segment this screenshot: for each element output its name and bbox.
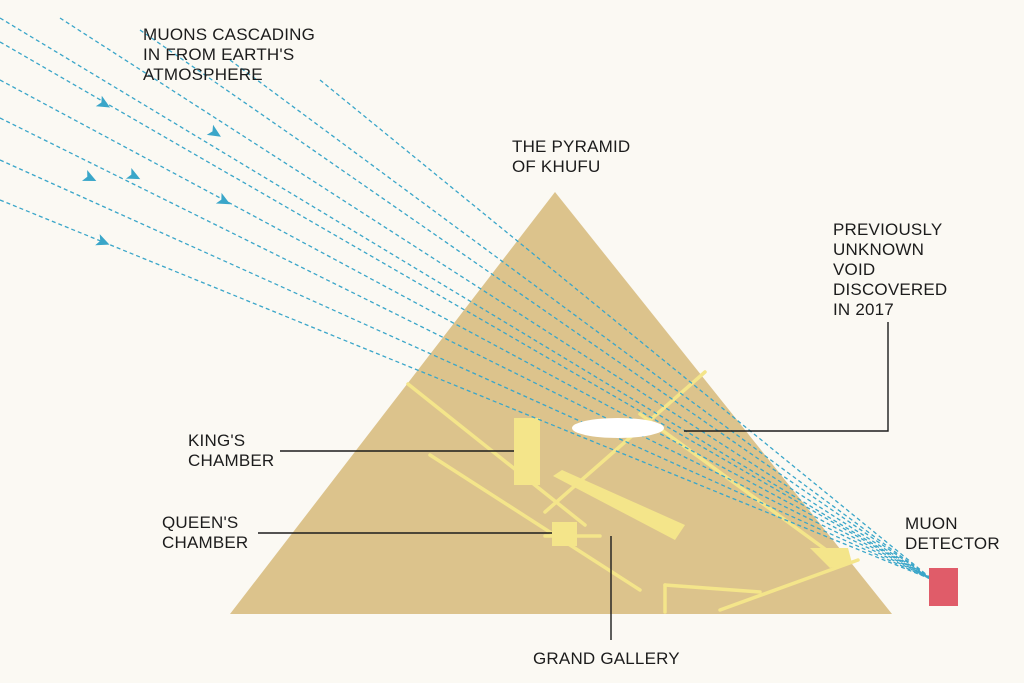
ascending-passage-upper — [638, 412, 842, 562]
subterranean-passage — [718, 558, 860, 612]
pyramid-label-line-1: THE PYRAMID — [512, 137, 631, 156]
entrance-block — [810, 548, 852, 568]
void-label-line-3: VOID — [833, 260, 876, 279]
muon-path — [319, 79, 934, 581]
internal-chambers — [514, 418, 852, 568]
muon-arrow-icon — [125, 167, 141, 180]
kings-chamber-label-line-1: KING'S — [188, 431, 246, 450]
pyramid-label: THE PYRAMID OF KHUFU — [512, 137, 630, 177]
muons-label-line-2: IN FROM EARTH'S — [143, 45, 295, 64]
muon-arrow-icon — [206, 124, 221, 137]
muon-path — [0, 117, 934, 581]
grand-gallery-label-line-1: GRAND GALLERY — [533, 649, 680, 668]
bottom-passage — [663, 583, 762, 594]
detector-label: MUON DETECTOR — [905, 514, 1000, 554]
muon-arrow-icon — [82, 170, 97, 182]
queens-chamber-label: QUEEN'S CHAMBER — [162, 513, 248, 553]
pyramid-label-line-2: OF KHUFU — [512, 157, 601, 176]
queens-chamber-shape — [552, 522, 577, 546]
muon-path — [0, 41, 934, 581]
muon-paths — [0, 17, 934, 581]
ascending-passage — [543, 370, 707, 514]
muons-label: MUONS CASCADING IN FROM EARTH'S ATMOSPHE… — [143, 25, 315, 85]
muon-path — [0, 79, 934, 581]
muon-arrow-icon — [95, 234, 110, 246]
muon-path — [0, 159, 934, 581]
lower-passage — [428, 453, 642, 592]
muon-path — [59, 17, 934, 581]
void-label-line-1: PREVIOUSLY — [833, 220, 943, 239]
muon-path — [229, 59, 934, 581]
void-marker — [572, 418, 664, 438]
kings-chamber-shape — [514, 418, 540, 485]
detector-label-line-2: DETECTOR — [905, 534, 1000, 553]
queens-chamber-label-line-2: CHAMBER — [162, 533, 249, 552]
grand-gallery-label: GRAND GALLERY — [533, 649, 680, 669]
muons-label-line-3: ATMOSPHERE — [143, 65, 263, 84]
muon-detector-box — [929, 568, 958, 606]
muon-arrow-icon — [215, 192, 231, 205]
muons-label-line-1: MUONS CASCADING — [143, 25, 316, 44]
void-leader — [684, 322, 889, 432]
pyramid-body — [230, 192, 892, 614]
queens-chamber-label-line-1: QUEEN'S — [162, 513, 239, 532]
void-label: PREVIOUSLY UNKNOWN VOID DISCOVERED IN 20… — [833, 220, 947, 320]
void-label-line-5: IN 2017 — [833, 300, 894, 319]
grand-gallery-shape — [553, 470, 685, 540]
muon-arrow-icon — [95, 95, 111, 108]
leader-lines — [258, 322, 889, 640]
void-label-line-2: UNKNOWN — [833, 240, 925, 259]
void-label-line-4: DISCOVERED — [833, 280, 948, 299]
kings-chamber-label-line-2: CHAMBER — [188, 451, 275, 470]
kings-chamber-label: KING'S CHAMBER — [188, 431, 274, 471]
detector-label-line-1: MUON — [905, 514, 958, 533]
muon-arrows — [82, 95, 231, 246]
